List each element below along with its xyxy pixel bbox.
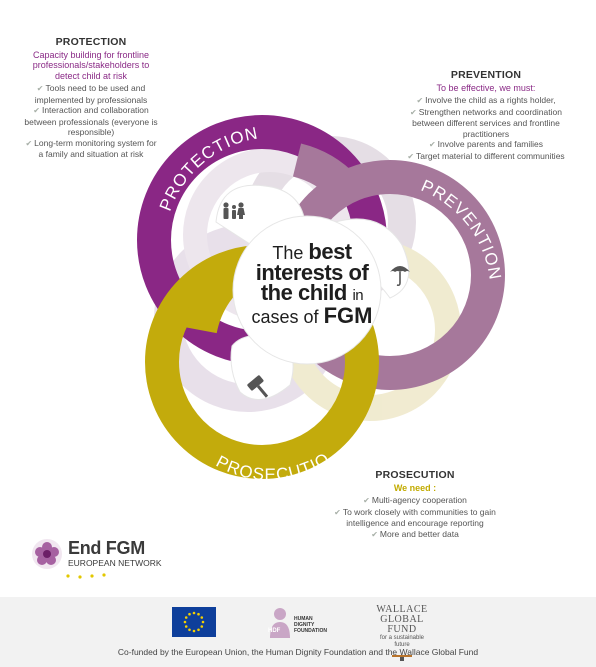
eu-star bbox=[183, 620, 187, 624]
gavel-icon bbox=[247, 375, 269, 398]
center-interests-of: interests of bbox=[255, 260, 369, 285]
footer-credit: Co-funded by the European Union, the Hum… bbox=[117, 647, 479, 657]
eu-star bbox=[192, 629, 196, 633]
prevention-panel: PREVENTION To be effective, we must: ✔In… bbox=[395, 70, 577, 162]
center-cases-of: cases of bbox=[251, 307, 319, 327]
wgf-name: WALLACE GLOBAL FUND bbox=[376, 604, 428, 635]
wgf-tagline: for a sustainable future bbox=[379, 635, 425, 648]
list-item: ✔Long-term monitoring system for a famil… bbox=[25, 137, 157, 160]
flower-logo-icon bbox=[32, 539, 62, 569]
check-icon: ✔ bbox=[428, 140, 436, 149]
check-icon: ✔ bbox=[36, 84, 44, 93]
family-icon bbox=[223, 202, 245, 219]
protection-heading: PROTECTION bbox=[55, 36, 127, 48]
prosecution-heading: PROSECUTION bbox=[375, 469, 455, 481]
prevention-list: ✔Involve the child as a rights holder, ✔… bbox=[395, 95, 577, 162]
stars-icon bbox=[66, 573, 106, 579]
check-icon: ✔ bbox=[33, 106, 40, 115]
protection-subtitle: Capacity building for frontline professi… bbox=[32, 49, 150, 81]
check-icon: ✔ bbox=[407, 151, 415, 161]
list-item: ✔Target material to different communitie… bbox=[407, 150, 565, 161]
center-flower bbox=[215, 184, 410, 400]
hdf-logo: HDF HUMAN DIGNITY FOUNDATION bbox=[268, 606, 338, 638]
check-icon: ✔ bbox=[363, 496, 370, 505]
eu-star bbox=[197, 612, 200, 616]
eu-star bbox=[192, 611, 196, 615]
eu-star bbox=[200, 616, 204, 619]
eu-star bbox=[188, 628, 191, 632]
fgm-diagram: PROTECTION PREVENTION PROSECUTION bbox=[137, 115, 505, 479]
eu-star bbox=[201, 620, 205, 624]
eu-star bbox=[200, 625, 204, 628]
list-item: ✔Strengthen networks and coordination be… bbox=[410, 106, 562, 139]
protection-list: ✔Tools need to be used and implemented b… bbox=[22, 83, 160, 160]
person-logo-icon bbox=[270, 608, 290, 638]
check-icon: ✔ bbox=[25, 138, 33, 148]
center-title: The best interests of the child in cases… bbox=[238, 239, 386, 328]
protection-panel: PROTECTION Capacity building for frontli… bbox=[22, 37, 160, 160]
scale-icon bbox=[392, 655, 412, 661]
center-the: The bbox=[272, 243, 304, 263]
center-the-child: the child bbox=[260, 280, 347, 305]
prosecution-panel: PROSECUTION We need : ✔Multi-agency coop… bbox=[330, 470, 500, 540]
eu-star bbox=[184, 625, 188, 628]
check-icon: ✔ bbox=[371, 529, 378, 539]
list-item: ✔Tools need to be used and implemented b… bbox=[34, 83, 148, 105]
list-item: ✔Multi-agency cooperation bbox=[363, 495, 467, 505]
prevention-subtitle: To be effective, we must: bbox=[436, 82, 536, 93]
center-in: in bbox=[352, 287, 364, 304]
eu-star bbox=[197, 628, 200, 632]
prosecution-list: ✔Multi-agency cooperation ✔To work close… bbox=[330, 495, 500, 540]
hdf-name: HUMAN DIGNITY FOUNDATION bbox=[294, 616, 327, 634]
check-icon: ✔ bbox=[416, 96, 424, 105]
eu-star bbox=[188, 612, 191, 616]
list-item: ✔To work closely with communities to gai… bbox=[334, 506, 496, 529]
eu-flag-icon bbox=[172, 607, 216, 637]
prevention-heading: PREVENTION bbox=[450, 69, 522, 81]
list-item: ✔More and better data bbox=[371, 528, 459, 539]
list-item: ✔Involve parents and families bbox=[428, 139, 544, 149]
list-item: ✔Involve the child as a rights holder, bbox=[416, 95, 556, 105]
umbrella-icon bbox=[390, 266, 410, 287]
wgf-logo: WALLACE GLOBAL FUND for a sustainable fu… bbox=[372, 604, 432, 661]
center-best: best bbox=[308, 239, 352, 264]
check-icon: ✔ bbox=[334, 507, 341, 517]
prosecution-subtitle: We need : bbox=[393, 482, 437, 493]
center-fgm: FGM bbox=[323, 303, 373, 328]
end-fgm-logo: End FGM EUROPEAN NETWORK bbox=[30, 537, 170, 581]
check-icon: ✔ bbox=[410, 107, 417, 117]
logo-sub: EUROPEAN NETWORK bbox=[68, 558, 162, 568]
eu-star bbox=[184, 616, 188, 619]
hdf-initials: HDF bbox=[268, 628, 281, 634]
logo-name: End FGM bbox=[68, 538, 145, 558]
footer bbox=[0, 597, 596, 667]
list-item: ✔Interaction and collaboration between p… bbox=[24, 105, 158, 137]
